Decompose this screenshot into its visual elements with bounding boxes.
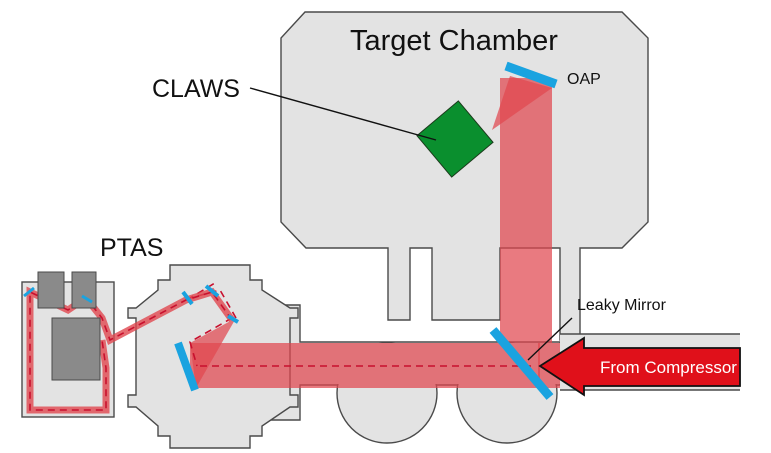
- compressor-arrow: [538, 336, 741, 397]
- turning-mirror-2: [181, 290, 194, 306]
- cross-chamber-beam: [190, 318, 236, 388]
- main-beam: [190, 343, 540, 388]
- oap-mirror: [504, 61, 558, 89]
- leaky-mirror: [489, 327, 554, 400]
- target-chamber: [280, 11, 649, 341]
- beam-centerline: [189, 282, 532, 367]
- oap-label: OAP: [567, 71, 601, 88]
- claws-label: CLAWS: [152, 75, 240, 103]
- ptas-block-3: [51, 317, 101, 381]
- leaky-mirror-label: Leaky Mirror: [577, 297, 667, 314]
- ptas-block-2: [71, 271, 97, 309]
- focused-beam: [492, 76, 552, 130]
- turning-mirror-1: [204, 284, 220, 298]
- leaky-mirror-pointer-line: [527, 317, 573, 361]
- mirrors: [23, 61, 558, 400]
- concave-mirror: [174, 341, 199, 392]
- ptas-mirror-1: [23, 286, 35, 298]
- laser-beam: [190, 76, 560, 388]
- target-chamber-label: Target Chamber: [350, 25, 558, 57]
- ptas-block-1: [37, 271, 65, 309]
- claws-detector: [416, 100, 494, 178]
- from-compressor-label: From Compressor: [600, 358, 737, 377]
- vertical-beam: [500, 78, 552, 343]
- turning-mirror-3: [226, 314, 240, 324]
- claws-pointer-line: [249, 87, 437, 141]
- ptas-mirror-2: [81, 294, 93, 304]
- ptas-blocks: [37, 271, 101, 381]
- ptas-label: PTAS: [100, 234, 163, 262]
